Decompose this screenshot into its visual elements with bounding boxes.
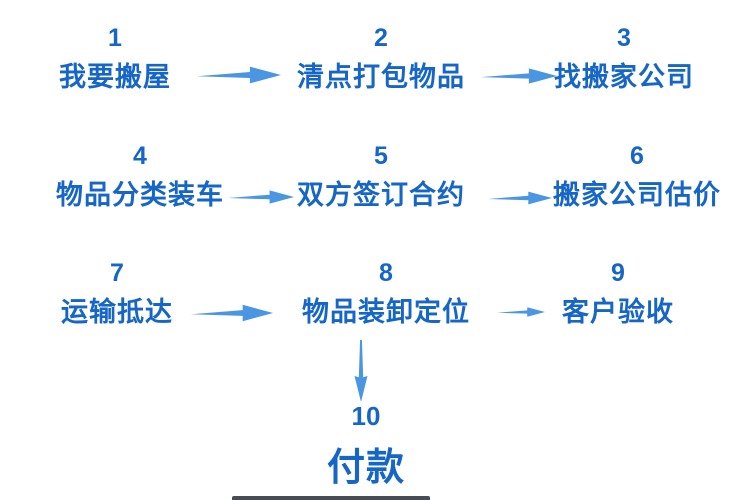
step-8: 8 物品装卸定位 (302, 257, 470, 329)
step-2: 2 清点打包物品 (297, 22, 465, 94)
arrow-right-icon (488, 191, 552, 205)
step-label: 我要搬屋 (59, 62, 171, 92)
cutoff-bottom-bar (232, 496, 430, 500)
step-number: 8 (379, 259, 393, 287)
step-number: 1 (108, 24, 122, 52)
step-label: 物品装卸定位 (302, 297, 470, 327)
arrow-right-icon (191, 304, 273, 322)
step-label: 搬家公司估价 (553, 180, 721, 210)
step-1: 1 我要搬屋 (59, 22, 171, 94)
step-number: 6 (630, 142, 644, 170)
arrow-right-icon (497, 307, 545, 317)
step-label: 付款 (326, 447, 406, 489)
step-number: 5 (374, 142, 388, 170)
step-label: 物品分类装车 (56, 180, 224, 210)
step-7: 7 运输抵达 (61, 257, 173, 329)
step-number: 9 (611, 259, 625, 287)
step-number: 2 (374, 24, 388, 52)
step-number: 7 (110, 259, 124, 287)
step-3: 3 找搬家公司 (554, 22, 694, 94)
arrow-down-icon (354, 340, 368, 402)
step-5: 5 双方签订合约 (297, 140, 465, 212)
arrow-right-icon (228, 190, 294, 204)
step-number: 3 (617, 24, 631, 52)
arrow-right-icon (481, 68, 557, 84)
step-label: 客户验收 (562, 297, 674, 327)
step-4: 4 物品分类装车 (56, 140, 224, 212)
step-label: 运输抵达 (61, 297, 173, 327)
arrow-right-icon (197, 66, 281, 84)
step-label: 找搬家公司 (554, 62, 694, 92)
step-label: 双方签订合约 (297, 180, 465, 210)
step-9: 9 客户验收 (562, 257, 674, 329)
step-number: 4 (133, 142, 147, 170)
step-6: 6 搬家公司估价 (553, 140, 721, 212)
step-10: 10 付款 (327, 400, 405, 491)
step-number: 10 (351, 401, 381, 431)
step-label: 清点打包物品 (297, 62, 465, 92)
